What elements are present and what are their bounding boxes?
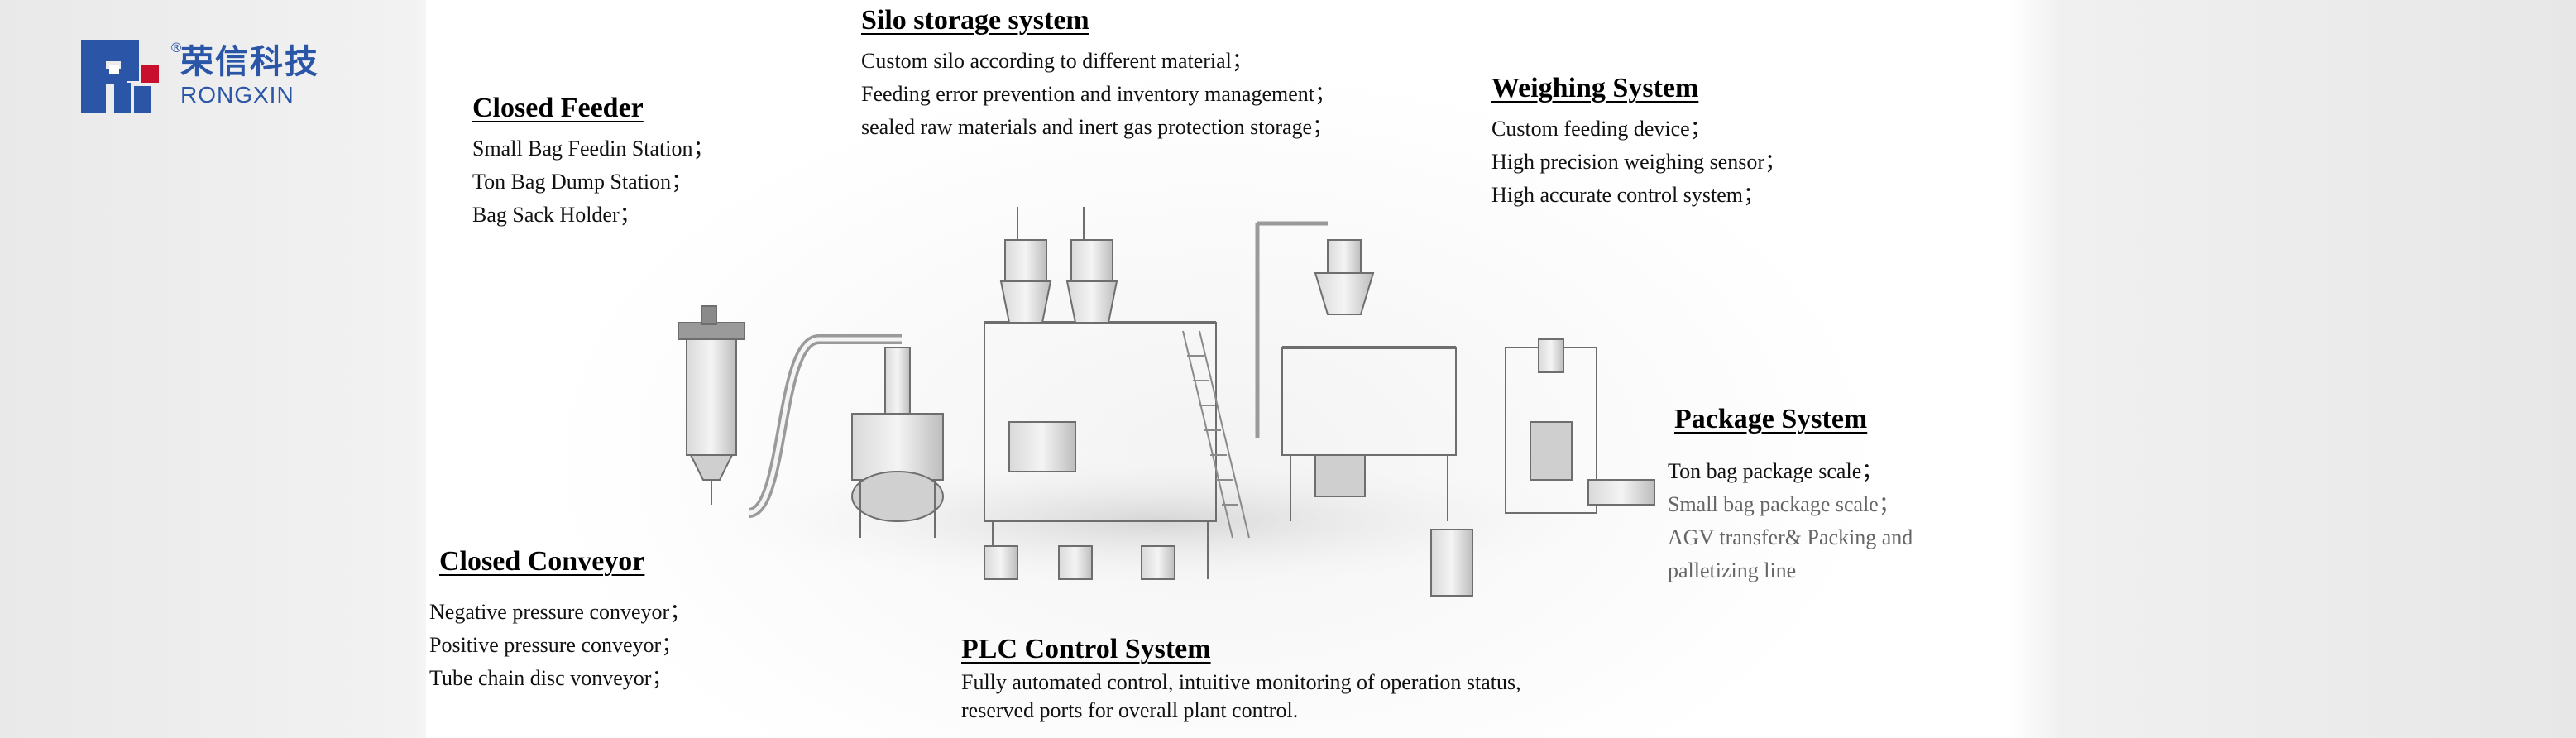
silo-storage-line: sealed raw materials and inert gas prote…	[861, 115, 1334, 139]
brand-name-cn: 荣信科技	[180, 43, 319, 81]
package-station	[1505, 338, 1655, 514]
silo-storage-title: Silo storage system	[861, 5, 1089, 36]
plc-control-line: Fully automated control, intuitive monit…	[961, 670, 1521, 694]
plc-control-section: PLC Control System Fully automated contr…	[961, 634, 1521, 725]
weighing-system-title: Weighing System	[1491, 73, 1699, 103]
weighing-system-line: High precision weighing sensor；	[1491, 150, 1787, 174]
closed-feeder-unit	[678, 305, 745, 505]
package-system-line: palletizing line	[1668, 558, 1797, 582]
package-system-line: AGV transfer& Packing and	[1668, 525, 1913, 549]
closed-conveyor-line: Positive pressure conveyor；	[429, 633, 683, 657]
closed-feeder-line: Small Bag Feedin Station；	[472, 137, 715, 161]
brand-wordmark: 荣信科技 RONGXIN	[180, 46, 319, 107]
weighing-system-line: Custom feeding device；	[1491, 117, 1712, 141]
weighing-system-section: Weighing System Custom feeding device； H…	[1491, 73, 1786, 212]
silo-storage-section: Silo storage system Custom silo accordin…	[861, 5, 1336, 144]
weighing-system-line: High accurate control system；	[1491, 183, 1764, 207]
plc-control-title: PLC Control System	[961, 634, 1211, 664]
package-system-line: Ton bag package scale；	[1668, 459, 1884, 483]
package-system-section: Package System Ton bag package scale； Sm…	[1668, 404, 1913, 587]
silo-storage-line: Feeding error prevention and inventory m…	[861, 82, 1336, 106]
production-line-illustration	[654, 190, 1663, 621]
registered-mark: ®	[170, 40, 183, 55]
package-system-line: Small bag package scale；	[1668, 492, 1900, 516]
closed-feeder-line: Ton Bag Dump Station；	[472, 170, 693, 194]
silo-storage-line: Custom silo according to different mater…	[861, 49, 1253, 73]
weighing-platform	[1255, 221, 1457, 521]
closed-feeder-title: Closed Feeder	[472, 93, 644, 123]
closed-conveyor-title: Closed Conveyor	[439, 546, 645, 577]
brand-logo: ® 荣信科技 RONGXIN	[81, 40, 319, 113]
mixer-unit	[851, 347, 944, 538]
closed-feeder-line: Bag Sack Holder；	[472, 203, 641, 227]
closed-conveyor-section: Closed Conveyor Negative pressure convey…	[429, 546, 691, 695]
closed-conveyor-line: Negative pressure conveyor；	[429, 600, 692, 624]
brand-name-en: RONGXIN	[180, 82, 294, 108]
package-system-title: Package System	[1674, 404, 1868, 434]
rongxin-logo-icon	[81, 40, 165, 113]
silo-tower	[984, 207, 1250, 580]
plc-control-line: reserved ports for overall plant control…	[961, 698, 1299, 722]
closed-feeder-section: Closed Feeder Small Bag Feedin Station； …	[472, 93, 715, 232]
closed-conveyor-line: Tube chain disc vonveyor；	[429, 666, 673, 690]
plc-cabinet	[1430, 529, 1473, 597]
